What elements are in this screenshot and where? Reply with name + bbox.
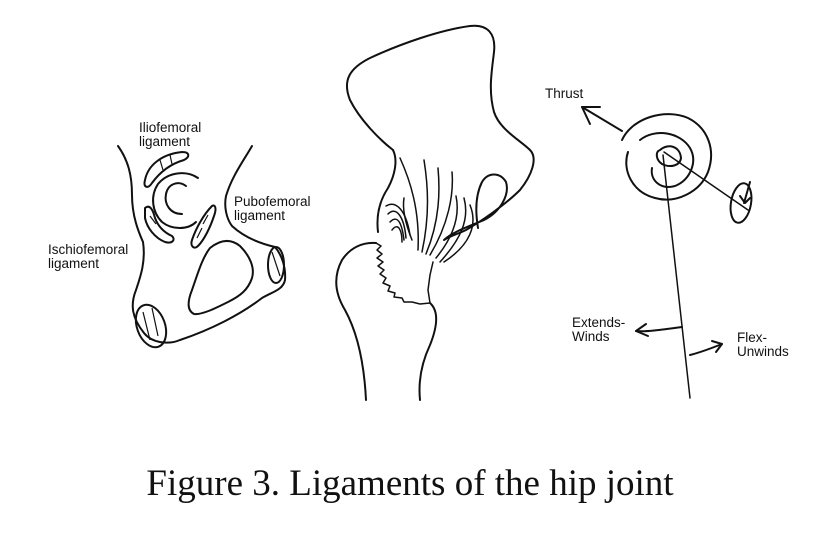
iliofemoral-band — [143, 151, 190, 188]
label-ischiofemoral: Ischiofemoral — [48, 242, 128, 257]
extends-arrow — [635, 323, 683, 337]
label-flex: Flex- — [737, 330, 767, 345]
figure-caption: Figure 3. Ligaments of the hip joint — [146, 463, 674, 504]
label-unwinds: Unwinds — [737, 344, 789, 359]
rotation-ellipse — [729, 182, 753, 224]
acetabulum-inner-arc — [164, 182, 187, 215]
pelvis-panel: Iliofemoral ligament Pubofemoral ligamen… — [48, 120, 311, 349]
capsule-edge — [375, 242, 434, 305]
spiral-outer — [621, 113, 713, 201]
label-thrust: Thrust — [545, 86, 584, 101]
femur-outline — [335, 241, 377, 401]
mechanics-panel: Thrust Extends- Winds Flex- Unwinds — [545, 86, 789, 399]
ischial-cut — [134, 303, 168, 349]
femur-shaft-right — [418, 302, 437, 401]
rotation-axis-line — [663, 151, 749, 211]
label-extends: Extends- — [572, 315, 625, 330]
ligament-fibers — [385, 157, 474, 263]
acetabulum-outer-arc — [152, 172, 199, 229]
pubofemoral-band — [190, 204, 217, 249]
femoral-axis-line — [662, 154, 691, 399]
hip-lateral-panel — [335, 24, 535, 401]
spiral-inner — [655, 145, 682, 167]
ilium-outline — [345, 24, 535, 241]
obturator-foramen — [187, 240, 254, 316]
rotation-arrow — [739, 181, 751, 204]
label-pubofemoral-2: ligament — [234, 208, 285, 223]
label-winds: Winds — [572, 329, 610, 344]
flex-arrow — [689, 340, 723, 356]
pelvis-outline — [117, 145, 287, 344]
label-pubofemoral: Pubofemoral — [234, 194, 311, 209]
spiral-middle — [639, 132, 695, 188]
pubic-ramus-cut — [267, 246, 285, 284]
label-ischiofemoral-2: ligament — [48, 256, 99, 271]
ilium-inner-edge — [376, 149, 397, 233]
thrust-arrow — [581, 106, 623, 132]
ischiofemoral-band — [144, 205, 175, 244]
label-iliofemoral: Iliofemoral — [139, 120, 201, 135]
label-iliofemoral-2: ligament — [139, 134, 190, 149]
